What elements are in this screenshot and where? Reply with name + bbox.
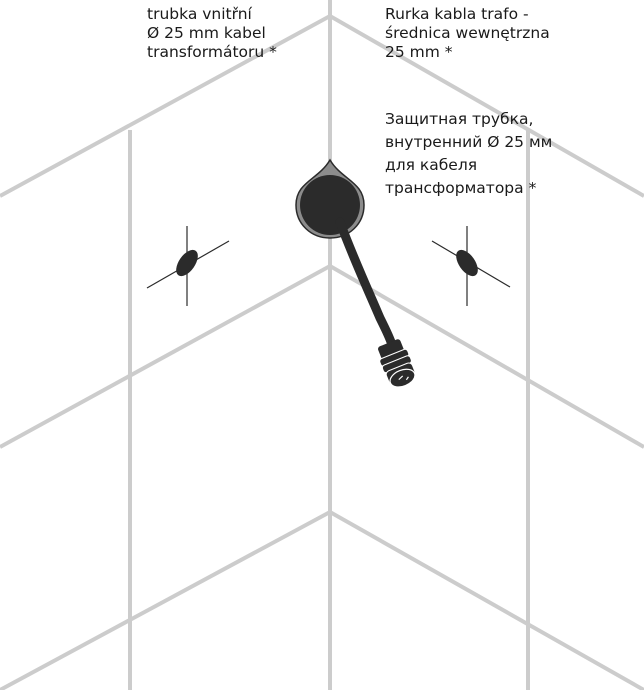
transformer-cable [335,217,397,350]
cable-tube-label-czech: trubka vnitřní Ø 25 mm kabel transformát… [147,5,277,61]
cable-connector-plug [378,339,416,388]
wall-anchor-left [146,226,230,306]
wall-anchor-right [431,226,511,306]
cable-grommet [295,158,365,239]
cable-tube-label-russian: Защитная трубка, внутренний Ø 25 мм для … [385,110,553,197]
cable-tube-label-polish: Rurka kabla trafo - średnica wewnętrzna … [385,5,550,61]
